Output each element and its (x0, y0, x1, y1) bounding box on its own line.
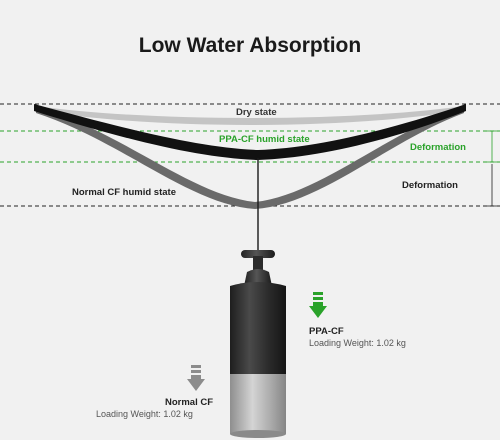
normal-weight-loading: Loading Weight: 1.02 kg (96, 409, 193, 419)
loading-weight (230, 250, 286, 438)
normal-weight-name: Normal CF (165, 397, 214, 408)
page-title: Low Water Absorption (138, 34, 362, 57)
ppa-deformation-label: Deformation (410, 142, 466, 153)
ppa-deformation-bracket (486, 130, 498, 163)
ppa-weight-name: PPA-CF (309, 326, 344, 337)
normal-deformation-bracket (486, 164, 498, 207)
ppa-weight-loading: Loading Weight: 1.02 kg (309, 338, 406, 348)
ppa-humid-label: PPA-CF humid state (219, 134, 310, 145)
normal-down-arrow-icon (187, 365, 205, 391)
dry-state-label: Dry state (236, 107, 277, 118)
ppa-down-arrow-icon (309, 292, 327, 318)
dry-state-beam (36, 106, 464, 125)
ppa-cf-beam (34, 104, 466, 160)
normal-humid-label: Normal CF humid state (72, 187, 176, 198)
normal-deformation-label: Deformation (402, 180, 458, 191)
